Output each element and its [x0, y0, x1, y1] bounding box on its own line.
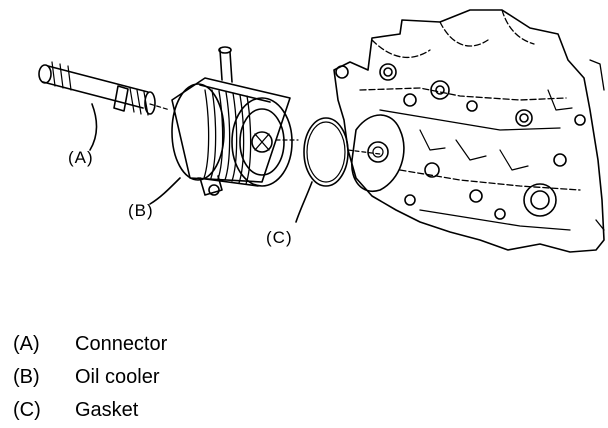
connector-part	[38, 61, 171, 151]
callout-c: (C)	[266, 228, 293, 247]
legend-key: (B)	[13, 366, 40, 388]
legend-key: (A)	[13, 333, 40, 355]
legend-row: (B) Oil cooler	[13, 362, 167, 395]
callout-b: (B)	[128, 201, 154, 220]
oil-cooler-part	[149, 46, 299, 205]
legend-row: (C) Gasket	[13, 395, 167, 428]
parts-legend: (A) Connector (B) Oil cooler (C) Gasket	[13, 329, 167, 428]
legend-label: Gasket	[75, 399, 139, 421]
oil-cooler-exploded-diagram: (A) (B) (C)	[38, 9, 605, 253]
engine-block	[333, 9, 605, 253]
legend-key: (C)	[13, 399, 41, 421]
callout-a: (A)	[68, 148, 94, 167]
legend-label: Connector	[75, 333, 168, 355]
legend-row: (A) Connector	[13, 329, 167, 362]
legend-label: Oil cooler	[75, 366, 160, 388]
gasket-part	[295, 117, 381, 223]
